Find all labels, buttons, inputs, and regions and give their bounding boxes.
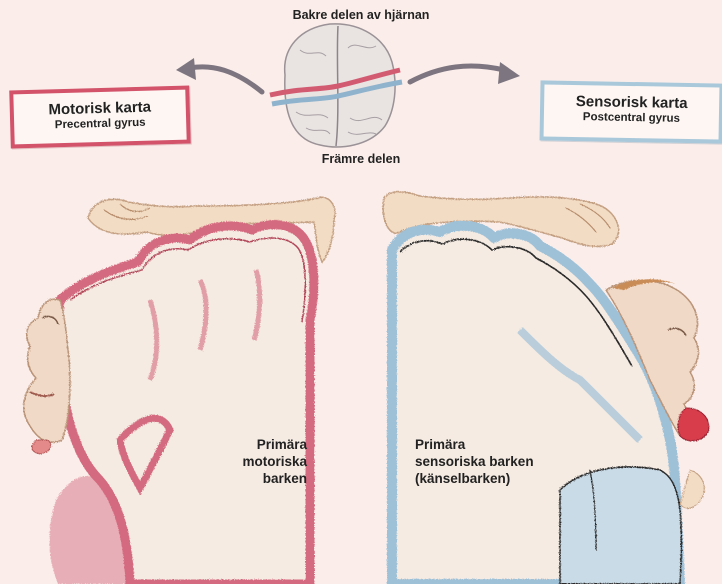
motor-face-drawing [24,299,70,454]
motor-cortex-label: Primära motoriska barken [195,436,307,487]
motor-cortex-label-line: Primära [195,436,307,453]
sensory-cortex-label: Primära sensoriska barken (känselbarken) [415,436,575,487]
motor-cortex-label-line: barken [195,470,307,487]
sensory-cortex-label-line: Primära [415,436,575,453]
sensory-cortex-section [392,226,681,584]
motor-cortex-section [49,225,313,584]
sensory-cortex-label-line: sensoriska barken [415,453,575,470]
motor-cortex-label-line: motoriska [195,453,307,470]
top-view-brain [270,24,402,147]
arrow-to-sensory-icon [410,62,520,84]
brain-front-label: Främre delen [0,152,722,166]
sensory-map-subtitle: Postcentral gyrus [544,110,719,125]
brain-back-label: Bakre delen av hjärnan [0,8,722,22]
sensory-map-card: Sensorisk karta Postcentral gyrus [539,80,722,143]
sensory-map-title: Sensorisk karta [544,92,719,112]
motor-map-card: Motorisk karta Precentral gyrus [9,85,191,148]
sensory-cortex-label-line: (känselbarken) [415,470,575,487]
